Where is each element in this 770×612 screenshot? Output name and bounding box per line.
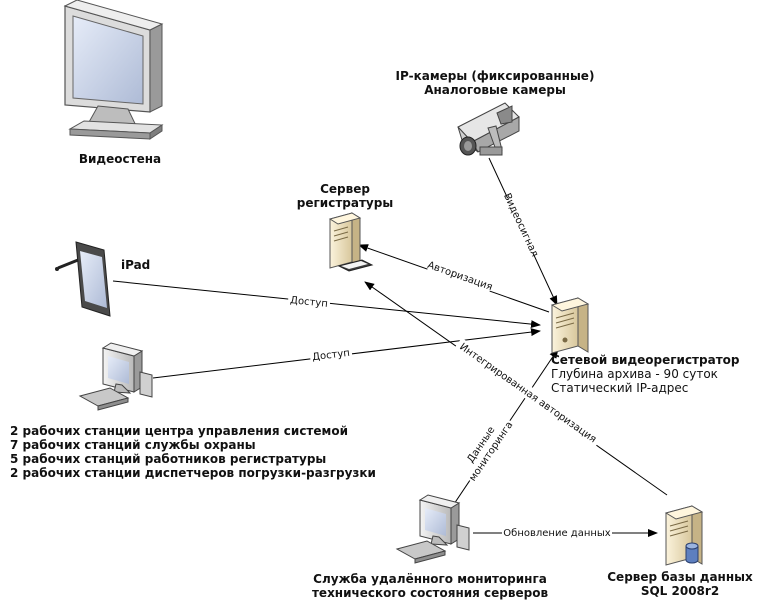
nvr-label-line3: Статический IP-адрес (551, 381, 689, 395)
ipad-icon (55, 241, 111, 317)
edge-label-data-update: Обновление данных (503, 528, 611, 539)
cameras-label: IP-камеры (фиксированные) Аналоговые кам… (375, 69, 615, 97)
nvr-label-line2: Глубина архива - 90 суток (551, 367, 718, 381)
db-server-label-line2: SQL 2008r2 (640, 584, 720, 598)
db-server-label-line1: Сервер базы данных (607, 570, 753, 584)
workstations-line-2: 7 рабочих станций службы охраны (10, 438, 256, 452)
monitoring-label-line1: Служба удалённого мониторинга (313, 572, 547, 586)
workstations-label: 2 рабочих станции центра управления сист… (10, 424, 376, 480)
reg-server-label: Сервер регистратуры (285, 182, 405, 210)
ipad-label: iPad (121, 258, 151, 272)
cameras-label-line2: Аналоговые камеры (424, 83, 566, 97)
reg-server-icon (328, 212, 374, 272)
reg-server-label-line1: Сервер (320, 182, 370, 196)
workstations-line-1: 2 рабочих станции центра управления сист… (10, 424, 348, 438)
reg-server-label-line2: регистратуры (296, 196, 394, 210)
database-icon (685, 542, 699, 564)
cameras-label-line1: IP-камеры (фиксированные) (395, 69, 595, 83)
edge-label-access-ipad: Доступ (290, 295, 329, 310)
monitoring-pc-icon (395, 494, 470, 564)
workstations-line-4: 2 рабочих станции диспетчеров погрузки-р… (10, 466, 376, 480)
videowall-label: Видеостена (78, 152, 162, 166)
nvr-label: Сетевой видеорегистратор Глубина архива … (551, 353, 740, 395)
edge-label-video-signal: Видеосигнал (501, 192, 540, 259)
nvr-label-title: Сетевой видеорегистратор (551, 353, 740, 367)
db-server-label: Сервер базы данных SQL 2008r2 (600, 570, 760, 598)
nvr-server-icon (550, 297, 590, 354)
edge-label-authorization: Авторизация (426, 260, 494, 293)
workstations-line-3: 5 рабочих станций работников регистратур… (10, 452, 327, 466)
videowall-monitor-icon (63, 0, 164, 140)
edge-label-access-ws: Доступ (312, 348, 351, 363)
workstation-pc-icon (78, 342, 153, 411)
camera-icon (457, 102, 520, 156)
monitoring-label-line2: технического состояния серверов (311, 586, 549, 600)
monitoring-label: Служба удалённого мониторинга техническо… (290, 572, 570, 600)
